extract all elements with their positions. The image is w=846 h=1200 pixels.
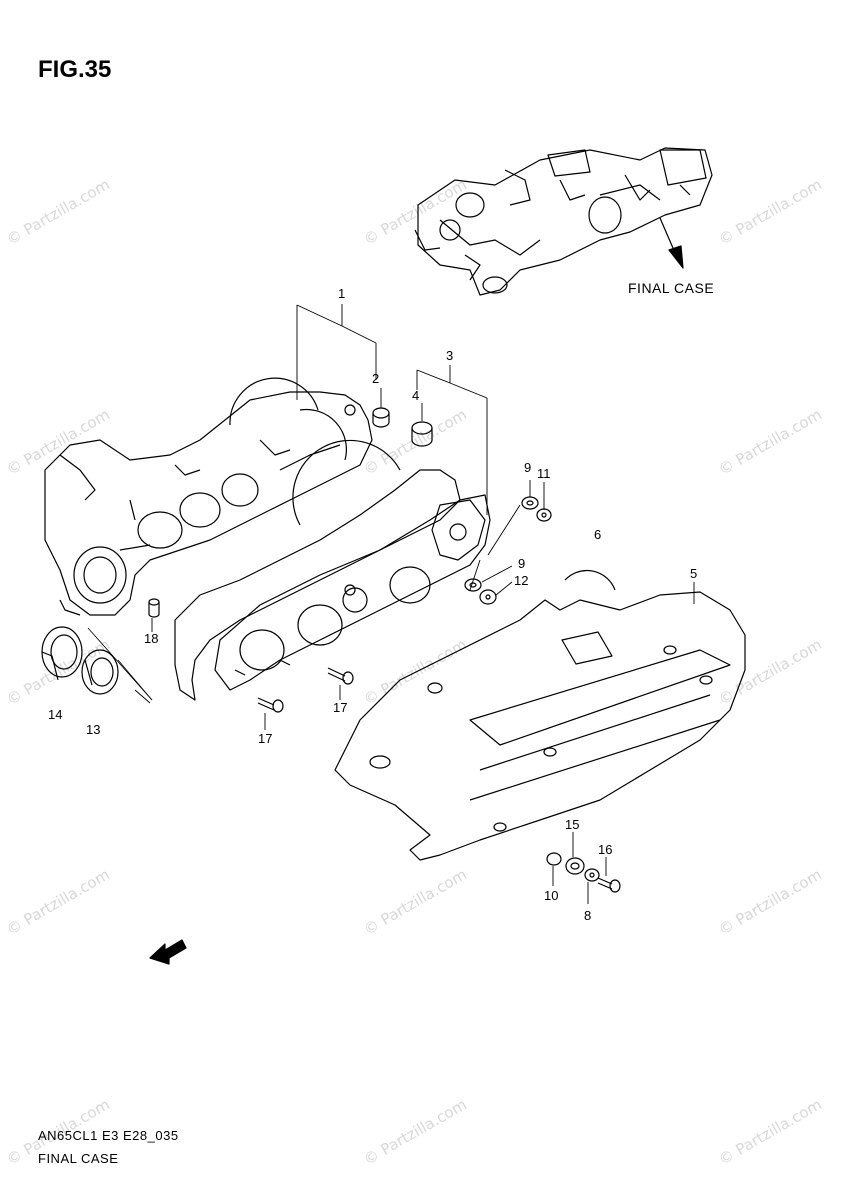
inset-final-case-label: FINAL CASE [628, 280, 714, 296]
leader-lines [134, 304, 695, 904]
callout-16: 16 [598, 842, 612, 857]
washer-illustration [584, 868, 600, 882]
callout-15: 15 [565, 817, 579, 832]
gasket-illustration [174, 439, 461, 701]
callout-3: 3 [446, 348, 453, 363]
washer-illustration [464, 578, 497, 605]
callout-13: 13 [86, 722, 100, 737]
callout-labels: 1 2 3 4 5 6 8 9 9 10 11 12 13 14 15 16 1… [48, 286, 697, 923]
collar-illustration [546, 852, 562, 866]
dowel-pin-illustration [148, 598, 160, 618]
callout-5: 5 [690, 566, 697, 581]
guide-lines [87, 627, 153, 701]
callout-18: 18 [144, 631, 158, 646]
callout-17: 17 [333, 700, 347, 715]
callout-11: 11 [537, 466, 551, 481]
bearing-illustration [81, 649, 119, 695]
callout-9: 9 [518, 556, 525, 571]
crankcase-half-illustration [44, 377, 373, 616]
grommet-illustration [565, 857, 585, 875]
callout-6: 6 [594, 527, 601, 542]
callout-14: 14 [48, 707, 62, 722]
oil-seal-illustration [41, 626, 83, 681]
callout-10: 10 [544, 888, 558, 903]
washer-illustration [521, 496, 552, 522]
callout-17: 17 [258, 731, 272, 746]
callout-9: 9 [524, 460, 531, 475]
callout-4: 4 [412, 388, 419, 403]
callout-8: 8 [584, 908, 591, 923]
bolt-illustration [597, 877, 621, 893]
figure-caption: FINAL CASE [38, 1151, 119, 1166]
cap-illustration [372, 407, 390, 428]
model-code: AN65CL1 E3 E28_035 [38, 1128, 179, 1143]
figure-title: FIG.35 [38, 56, 112, 83]
bolt-illustration [327, 667, 354, 685]
bolt-illustration [257, 697, 284, 713]
final-case-cover-illustration [334, 569, 746, 861]
final-case-pointer-arrow [659, 217, 684, 269]
cap-illustration [411, 421, 433, 447]
front-direction-arrow-icon [149, 939, 187, 965]
engine-overview-illustration [414, 147, 713, 296]
callout-1: 1 [338, 286, 345, 301]
final-case-illustration [214, 494, 491, 691]
callout-2: 2 [372, 371, 379, 386]
callout-12: 12 [514, 573, 528, 588]
